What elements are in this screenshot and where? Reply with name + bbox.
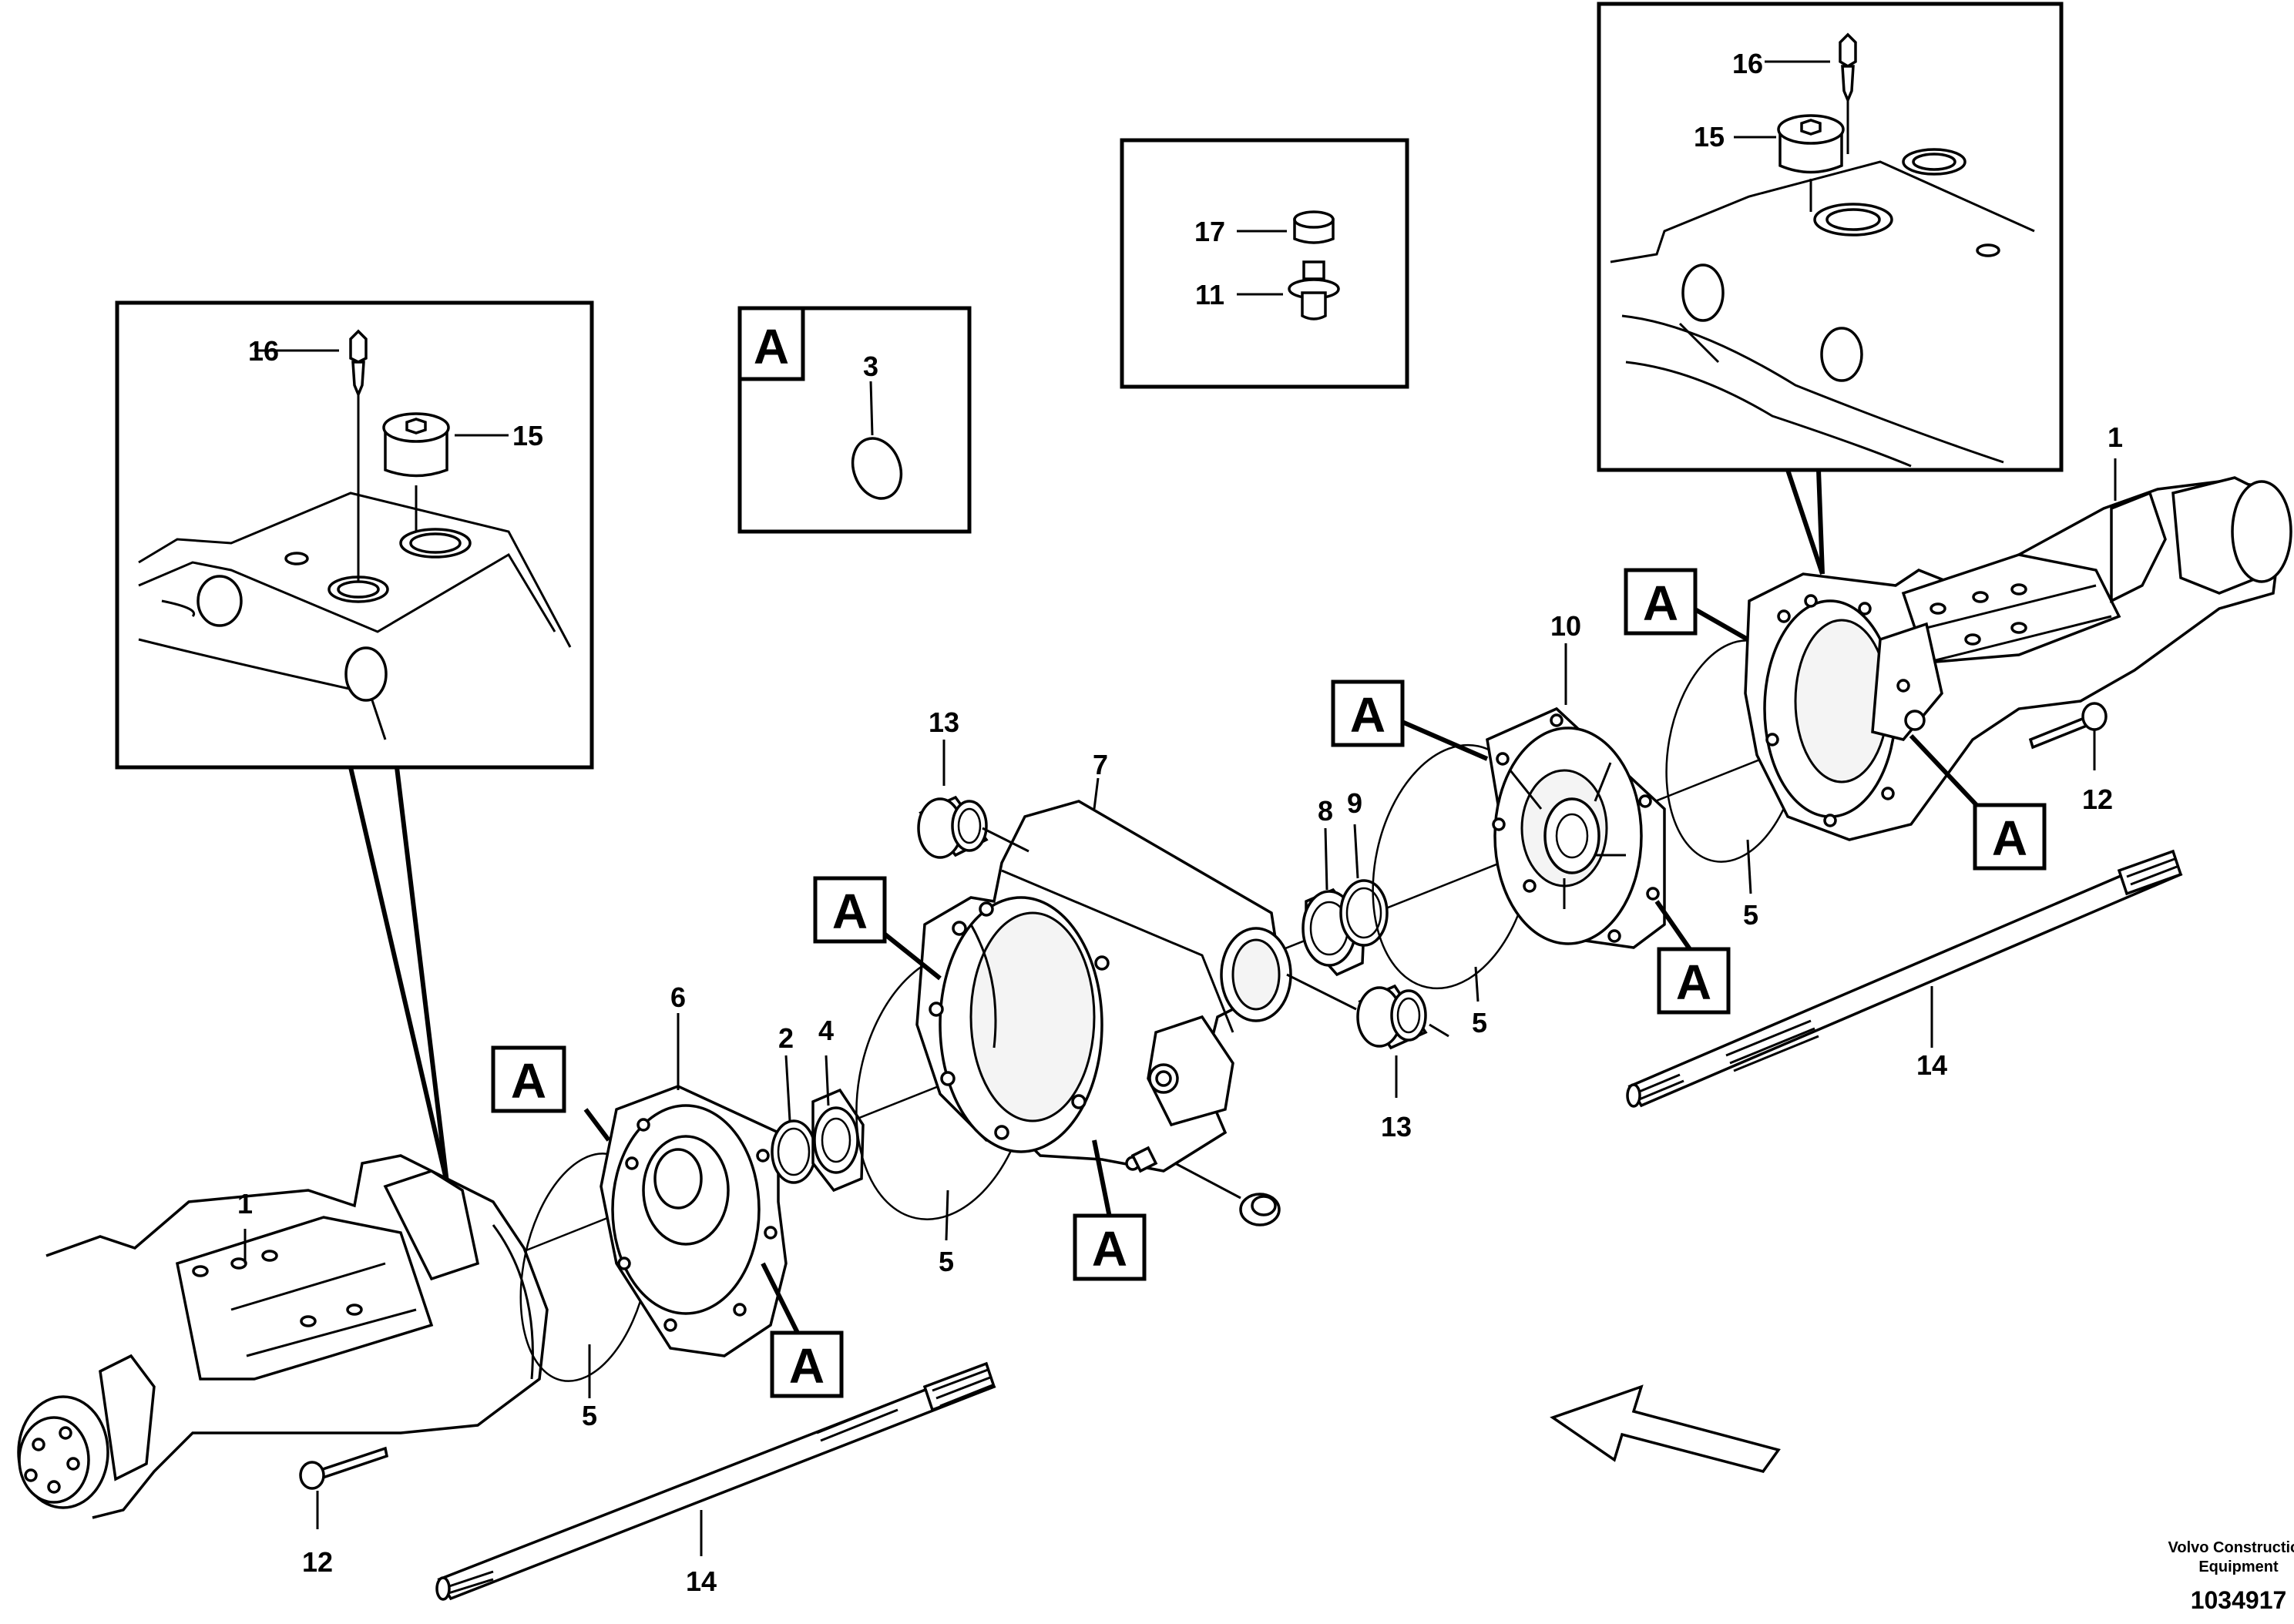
callout-15-left: 15: [512, 420, 543, 451]
callout-5-right-center: 5: [1472, 1007, 1487, 1038]
ref-box-A-2: [761, 1262, 844, 1398]
right-cover: [1486, 706, 1666, 949]
brand-line-1: Volvo Construction: [2168, 1539, 2294, 1556]
callout-9: 9: [1347, 787, 1362, 819]
callout-6: 6: [670, 981, 686, 1013]
ref-box-A-8: [1909, 733, 2047, 871]
bearing-cup-bottom: [1286, 973, 1449, 1098]
callout-17: 17: [1194, 216, 1225, 247]
axle-shaft-right: [1626, 849, 2183, 1108]
callout-7: 7: [1093, 749, 1108, 780]
callout-12-right: 12: [2082, 783, 2113, 815]
ref-letter: A: [1092, 1221, 1127, 1277]
ref-letter: A: [1992, 810, 2027, 866]
direction-arrow: [1550, 1384, 1781, 1473]
differential-carrier: [915, 800, 1292, 1173]
ref-box-A-6: [1654, 900, 1731, 1015]
detail-inset-right: [1597, 2, 2064, 575]
callout-5-center: 5: [939, 1246, 954, 1277]
ref-letter: A: [832, 884, 868, 939]
ref-box-A-3: [813, 876, 942, 981]
bolt-left: [299, 1446, 389, 1529]
left-cover: [600, 1085, 788, 1357]
callout-8: 8: [1318, 795, 1333, 827]
bearing-cup-top: [917, 740, 1029, 859]
callout-4: 4: [818, 1015, 834, 1046]
callout-13-top: 13: [929, 706, 959, 738]
callout-16-left: 16: [248, 335, 279, 367]
ring-9: [1339, 879, 1389, 947]
callout-16-right: 16: [1732, 48, 1763, 79]
callout-14-left: 14: [686, 1565, 717, 1597]
brand-line-2: Equipment: [2198, 1559, 2279, 1575]
ref-letter: A: [1676, 955, 1711, 1010]
callout-1-left: 1: [237, 1188, 253, 1220]
ref-letter: A: [1350, 687, 1385, 743]
ref-letter: A: [1643, 575, 1678, 631]
right-axle-housing: [1744, 458, 2292, 841]
callout-5-left: 5: [582, 1400, 597, 1431]
ref-box-A-5: [1331, 679, 1489, 761]
detail-inset-left: [115, 300, 594, 1183]
callout-13-bottom: 13: [1381, 1111, 1412, 1143]
bolt-right: [2028, 702, 2108, 770]
drain-plug: [1174, 1162, 1281, 1226]
callout-2: 2: [778, 1022, 794, 1054]
callout-5-right: 5: [1743, 899, 1758, 931]
ref-box-A-7: [1624, 568, 1749, 642]
callout-10: 10: [1550, 610, 1581, 642]
detail-box-17-11: [1120, 138, 1409, 389]
callout-3: 3: [863, 351, 878, 382]
callout-12-left: 12: [302, 1546, 333, 1578]
callout-11: 11: [1195, 279, 1224, 310]
axle-shaft-left: [435, 1361, 996, 1601]
callout-1-right: 1: [2108, 421, 2123, 453]
ref-box-A-1: [491, 1045, 611, 1142]
callout-14-right: 14: [1916, 1049, 1947, 1081]
ref-letter: A: [511, 1053, 546, 1109]
left-axle-housing: [17, 1154, 549, 1519]
ref-letter: A: [754, 319, 789, 374]
detail-box-3: [737, 306, 972, 534]
ref-letter: A: [789, 1338, 825, 1394]
ref-box-A-4: [1073, 1139, 1147, 1281]
callout-15-right: 15: [1694, 121, 1725, 153]
document-number: 1034917: [2191, 1586, 2287, 1614]
